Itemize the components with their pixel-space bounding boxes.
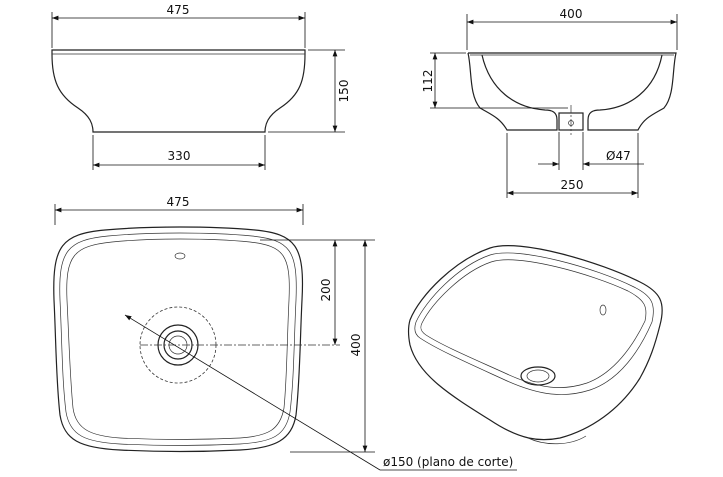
top-depth-label: 400 bbox=[349, 334, 363, 357]
front-view: 475 150 330 bbox=[51, 3, 351, 170]
top-view: ø150 (plano de corte) 475 200 400 bbox=[53, 195, 517, 471]
section-view: 400 112 Ø47 250 bbox=[421, 7, 678, 198]
front-base-label: 330 bbox=[168, 149, 191, 163]
section-width-label: 400 bbox=[560, 7, 583, 21]
overflow-icon bbox=[174, 252, 186, 260]
section-drain-label: Ø47 bbox=[606, 149, 631, 163]
top-width-label: 475 bbox=[167, 195, 190, 209]
isometric-view bbox=[407, 245, 663, 445]
front-height-label: 150 bbox=[337, 80, 351, 103]
top-half-depth-label: 200 bbox=[319, 279, 333, 302]
front-width-label: 475 bbox=[167, 3, 190, 17]
section-depth-label: 112 bbox=[421, 70, 435, 93]
cut-plane-label: ø150 (plano de corte) bbox=[383, 455, 513, 469]
section-base-label: 250 bbox=[561, 178, 584, 192]
